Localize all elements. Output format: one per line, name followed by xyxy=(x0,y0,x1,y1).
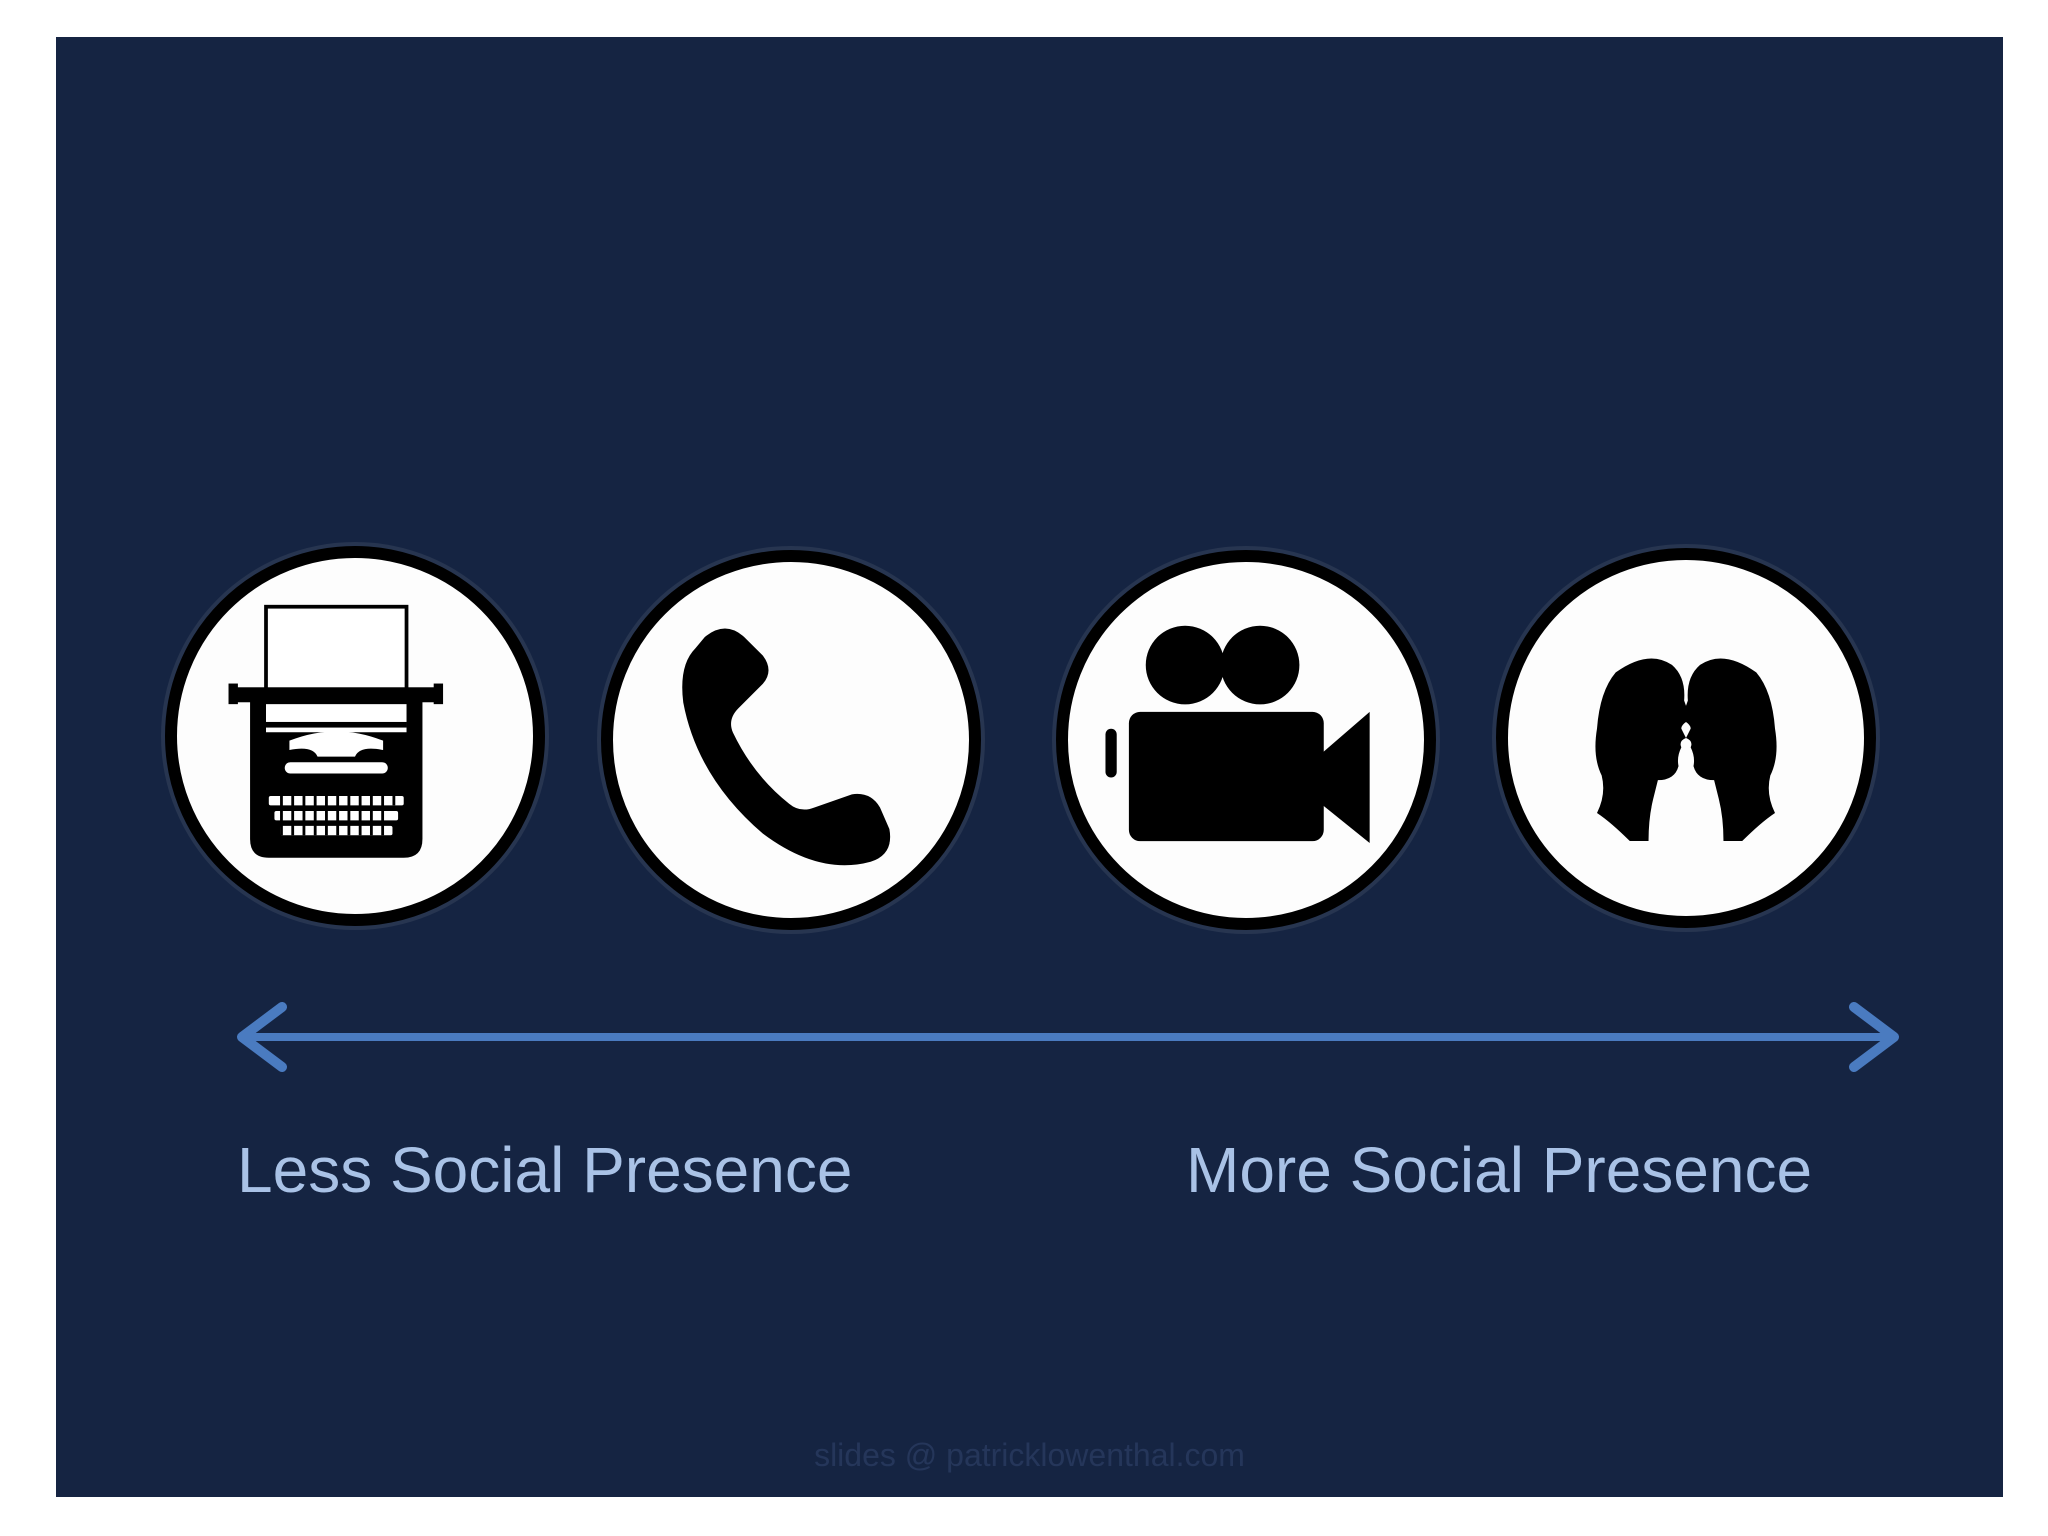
slide-credit: slides @ patricklowenthal.com xyxy=(814,1437,1245,1473)
typewriter-icon xyxy=(165,546,545,926)
face-to-face-icon xyxy=(1496,548,1876,928)
telephone-icon xyxy=(601,550,981,930)
slide: Less Social Presence More Social Presenc… xyxy=(56,37,2003,1497)
presence-scale-arrow xyxy=(237,1002,1899,1072)
more-social-presence-label: More Social Presence xyxy=(1186,1134,1813,1206)
video-camera-icon xyxy=(1056,550,1436,930)
less-social-presence-label: Less Social Presence xyxy=(237,1134,853,1206)
